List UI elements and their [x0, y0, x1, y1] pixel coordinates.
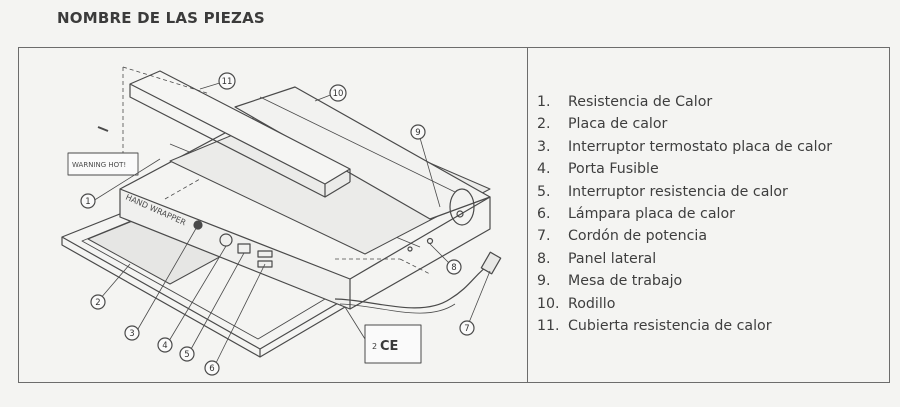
svg-text:5: 5	[184, 350, 189, 360]
warning-plate: WARNING HOT!	[67, 152, 139, 176]
item-name: Panel lateral	[568, 250, 657, 267]
machine-diagram: WARNING HOT! HAND WRAPPER 2 CE	[61, 66, 502, 376]
svg-text:1: 1	[85, 197, 90, 207]
content-frame	[18, 47, 890, 383]
item-number: 2.	[537, 116, 551, 133]
callout-2: 2	[90, 294, 106, 310]
list-item: 2. Placa de calor	[537, 113, 832, 135]
heat-plate-lamp	[257, 260, 273, 268]
item-number: 6.	[537, 205, 551, 222]
item-number: 9.	[537, 273, 551, 290]
svg-text:4: 4	[162, 341, 167, 351]
svg-text:3: 3	[129, 329, 134, 339]
callout-1: 1	[80, 193, 96, 209]
item-name: Placa de calor	[568, 116, 668, 133]
ce-mark: CE	[380, 339, 398, 354]
callout-5: 5	[179, 346, 195, 362]
svg-text:9: 9	[415, 128, 420, 138]
hot-wire-cover	[129, 70, 351, 198]
callout-7: 7	[459, 320, 475, 336]
callout-leaders	[92, 81, 491, 366]
item-number: 10.	[537, 295, 560, 312]
svg-text:11: 11	[222, 77, 233, 87]
hot-wire-switch	[257, 250, 273, 258]
callouts: 1 2 3 4 5 6 7 8 9 10 11	[80, 72, 475, 376]
list-item: 3. Interruptor termostato placa de calor	[537, 136, 832, 158]
svg-text:10: 10	[333, 89, 344, 99]
power-cord	[334, 251, 502, 314]
ce-plate: 2 CE	[344, 306, 422, 364]
item-name: Lámpara placa de calor	[568, 205, 735, 222]
item-number: 1.	[537, 94, 551, 110]
callout-11: 11	[218, 72, 236, 90]
callout-6: 6	[204, 360, 220, 376]
item-name: Rodillo	[568, 295, 616, 312]
callout-8: 8	[446, 259, 462, 275]
warning-label: WARNING HOT!	[72, 161, 126, 169]
svg-text:8: 8	[451, 263, 456, 273]
list-item: 4. Porta Fusible	[537, 158, 832, 180]
item-number: 4.	[537, 161, 551, 178]
list-item: 6. Lámpara placa de calor	[537, 203, 832, 225]
item-name: Cordón de potencia	[568, 228, 708, 245]
callout-10: 10	[329, 84, 347, 102]
item-name: Cubierta resistencia de calor	[568, 317, 772, 334]
list-item: 7. Cordón de potencia	[537, 225, 832, 247]
item-number: 5.	[537, 183, 551, 200]
roller	[234, 86, 491, 226]
item-name: Interruptor termostato placa de calor	[568, 138, 833, 155]
callout-4: 4	[157, 337, 173, 353]
list-item: 10. Rodillo	[537, 293, 832, 315]
item-number: 7.	[537, 228, 551, 245]
ce-number: 2	[372, 342, 377, 351]
page-heading: NOMBRE DE LAS PIEZAS	[57, 9, 265, 27]
svg-text:7: 7	[464, 324, 469, 334]
callout-3: 3	[124, 325, 140, 341]
item-name: Mesa de trabajo	[568, 273, 683, 290]
item-name: Resistencia de Calor	[568, 94, 713, 110]
item-name: Porta Fusible	[568, 161, 659, 178]
column-divider	[527, 47, 528, 383]
callout-9: 9	[410, 124, 426, 140]
item-number: 3.	[537, 138, 551, 155]
list-item: 1. Resistencia de Calor	[537, 91, 832, 113]
list-item: 11. Cubierta resistencia de calor	[537, 315, 832, 337]
item-number: 8.	[537, 250, 551, 267]
item-number: 11.	[537, 317, 560, 334]
explode-guides	[122, 66, 431, 275]
svg-text:2: 2	[95, 298, 100, 308]
list-item: 8. Panel lateral	[537, 248, 832, 270]
list-item: 9. Mesa de trabajo	[537, 270, 832, 292]
screw-icon	[97, 126, 109, 132]
parts-list: 1.Resistencia de Calor 2.Placa de calor …	[537, 91, 832, 337]
svg-text:6: 6	[209, 364, 214, 374]
list-item: 5. Interruptor resistencia de calor	[537, 181, 832, 203]
item-name: Interruptor resistencia de calor	[568, 183, 788, 200]
side-panel	[407, 210, 464, 252]
